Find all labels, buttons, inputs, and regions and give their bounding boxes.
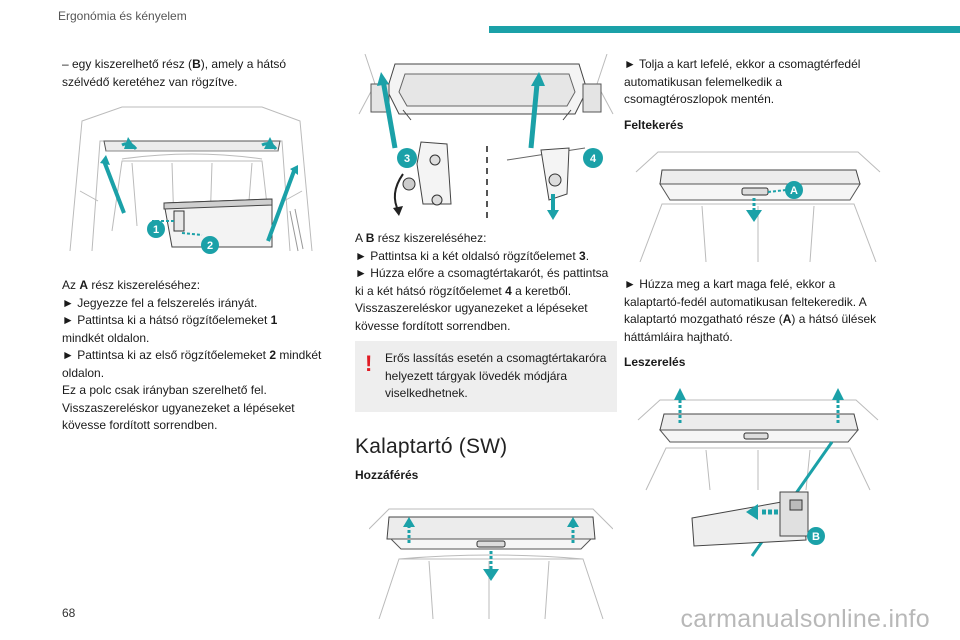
- callout-1-label: 1: [153, 224, 159, 236]
- callout-4-badge: [583, 148, 603, 168]
- roll-up-illustration: A: [635, 151, 881, 262]
- callout-A-badge-roll: [785, 181, 803, 199]
- callout-B-badge: [807, 526, 825, 545]
- figure-roll-up: A: [632, 142, 884, 262]
- callout-3-badge: [397, 148, 417, 168]
- access-illustration: [369, 508, 613, 619]
- column-left: – egy kiszerelhető rész (B), amely a hát…: [62, 56, 322, 435]
- step-rear-clips: ► Pattintsa ki a hátsó rögzítőelemeket 1…: [62, 313, 278, 345]
- section-heading-parcel-shelf-sw: Kalaptartó (SW): [355, 434, 508, 458]
- warning-callout: ! Erős lassítás esetén a csomagtértakaró…: [355, 341, 617, 412]
- note-reassembly: Visszaszereléskor ugyanezeket a lépéseke…: [62, 400, 295, 433]
- column-right: ► Tolja a kart lefelé, ekkor a csomagtér…: [624, 56, 886, 568]
- callout-B-label: B: [812, 531, 820, 543]
- step-note-direction: ► Jegyezze fel a felszerelés irányát.: [62, 295, 258, 310]
- callout-4-label: 4: [590, 153, 597, 165]
- column-middle: 3 4 A B rész kiszereléséhez: ► Pattintsa…: [355, 54, 617, 619]
- removal-illustration: B: [637, 387, 879, 557]
- step-pull-cover: ► Húzza előre a csomagtértakarót, és pat…: [355, 266, 609, 298]
- step-pull-lever: ► Húzza meg a kart maga felé, ekkor a ka…: [624, 277, 877, 344]
- step-push-lever: ► Tolja a kart lefelé, ekkor a csomagtér…: [624, 57, 861, 106]
- callout-A-label: A: [790, 185, 798, 197]
- figure-access: [369, 498, 613, 619]
- subheading-roll-up: Feltekerés: [624, 117, 684, 132]
- section-title: Ergonómia és kényelem: [58, 9, 187, 23]
- warning-exclamation-icon: !: [365, 351, 373, 376]
- note-reassembly-b: Visszaszereléskor ugyanezeket a lépéseke…: [355, 301, 588, 333]
- page-number: 68: [62, 606, 76, 620]
- parcel-shelf-illustration: 1 2: [69, 106, 313, 254]
- callout-2-badge: [201, 236, 219, 254]
- part-b-intro: A B rész kiszereléséhez:: [355, 231, 487, 245]
- step-front-clips: ► Pattintsa ki az első rögzítőelemeket 2…: [62, 348, 322, 380]
- note-one-direction: Ez a polc csak irányban szerelhető fel.: [62, 383, 267, 397]
- watermark: carmanualsonline.info: [680, 605, 930, 633]
- callout-3-label: 3: [404, 153, 410, 165]
- figure-part-b-clips: 3 4: [355, 54, 617, 222]
- intro-paragraph: – egy kiszerelhető rész (B), amely a hát…: [62, 57, 287, 89]
- subheading-removal: Leszerelés: [624, 355, 686, 369]
- figure-parcel-shelf-part-a: 1 2: [62, 101, 320, 261]
- part-a-intro: Az A rész kiszereléséhez:: [62, 278, 201, 292]
- part-b-clips-illustration: 3 4: [358, 54, 614, 220]
- subheading-access: Hozzáférés: [355, 468, 419, 482]
- callout-2-label: 2: [207, 240, 213, 252]
- warning-text: Erős lassítás esetén a csomagtértakaróra…: [385, 351, 607, 400]
- section-accent-bar: [489, 26, 960, 33]
- figure-removal: B: [632, 379, 884, 568]
- callout-1-badge: [147, 220, 165, 238]
- step-side-clips: ► Pattintsa ki a két oldalsó rögzítőelem…: [355, 248, 590, 263]
